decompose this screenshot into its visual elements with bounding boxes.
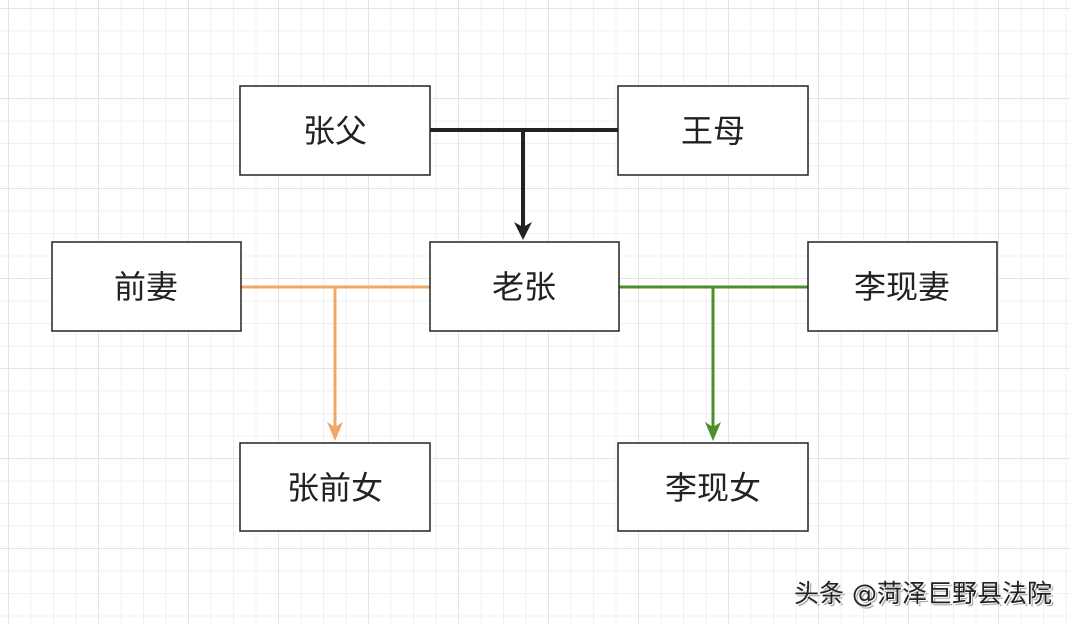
- arrow-head: [705, 422, 721, 441]
- node-lao-zhang[interactable]: 老张: [429, 241, 620, 332]
- node-ex-daughter[interactable]: 张前女: [239, 442, 431, 532]
- node-label: 王母: [681, 112, 745, 150]
- watermark: 头条 @菏泽巨野县法院: [794, 579, 1052, 608]
- parents-connector: [430, 128, 618, 240]
- node-label: 张前女: [287, 469, 383, 507]
- node-label: 前妻: [114, 268, 178, 306]
- arrow-head: [514, 222, 532, 240]
- current-marriage-connector: [619, 285, 808, 441]
- node-current-wife[interactable]: 李现妻: [807, 241, 998, 332]
- node-label: 张父: [303, 112, 367, 150]
- arrow-head: [327, 422, 343, 441]
- node-label: 老张: [492, 268, 556, 306]
- node-ex-wife[interactable]: 前妻: [51, 241, 242, 332]
- ex-marriage-connector: [241, 285, 430, 441]
- node-label: 李现女: [665, 469, 761, 507]
- node-current-daughter[interactable]: 李现女: [617, 442, 809, 532]
- node-mother[interactable]: 王母: [617, 85, 809, 176]
- node-father[interactable]: 张父: [239, 85, 431, 176]
- node-label: 李现妻: [854, 268, 950, 306]
